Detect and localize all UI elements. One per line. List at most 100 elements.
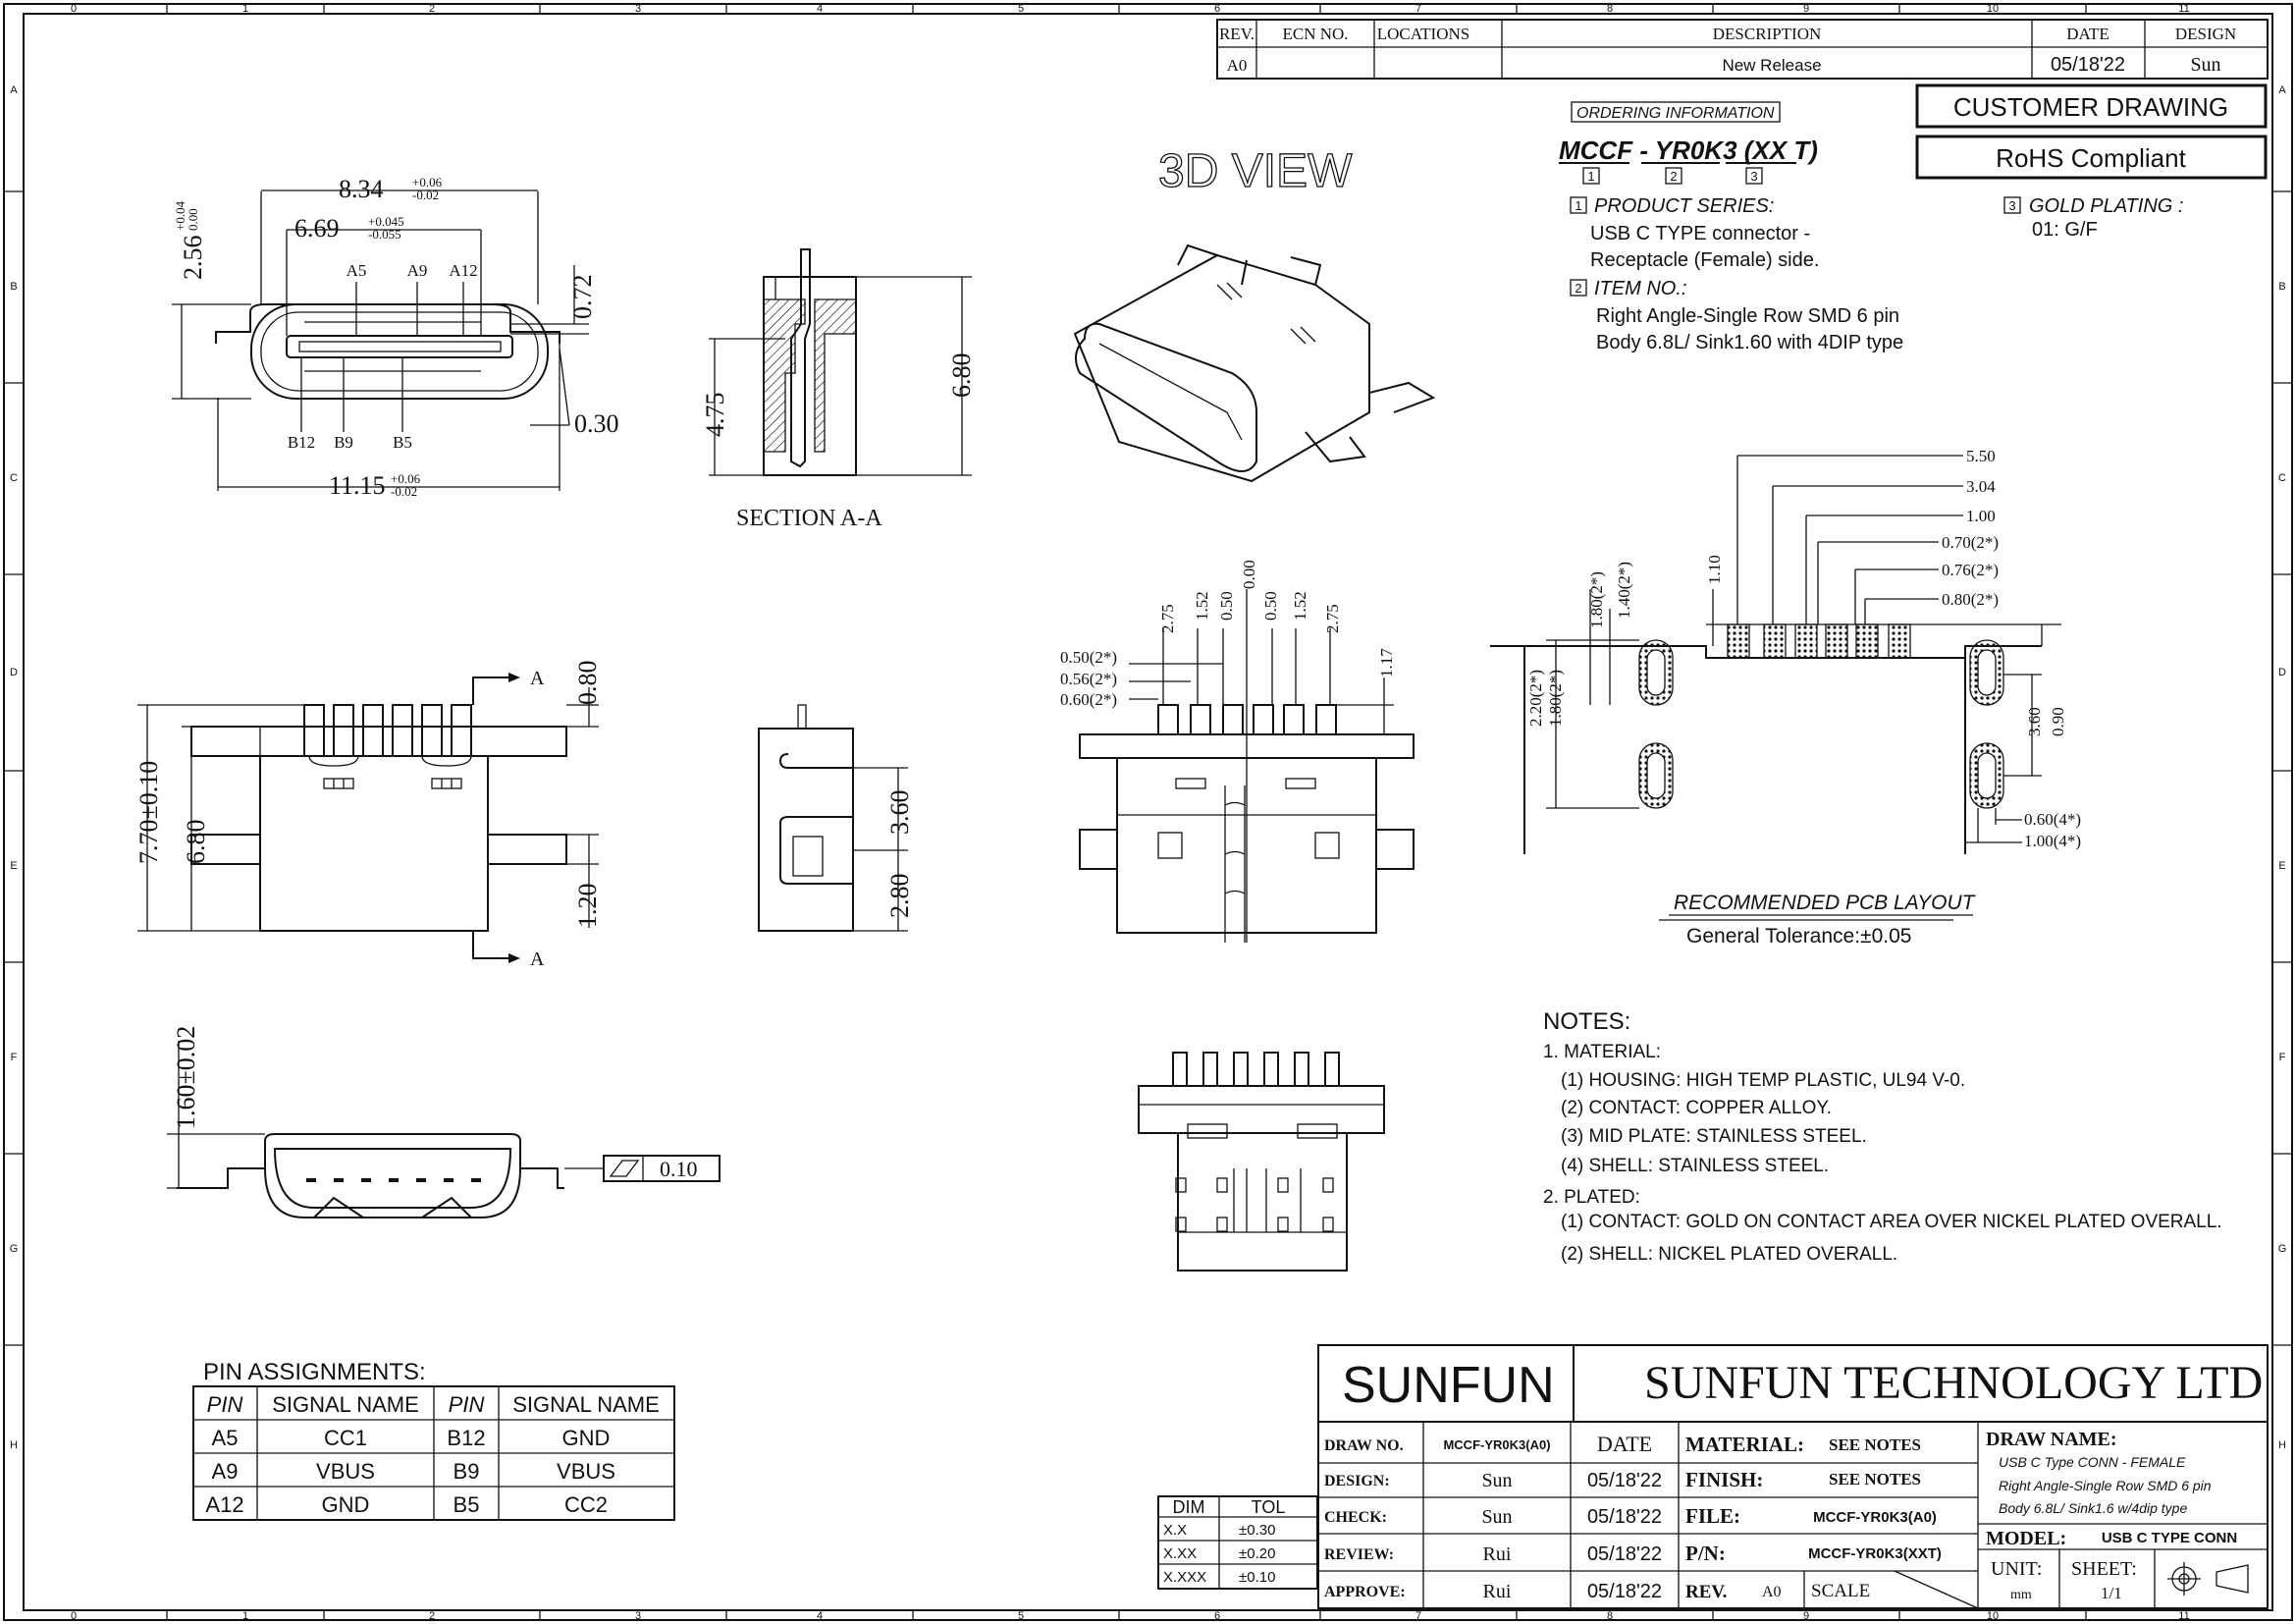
draw-name-line: USB C Type CONN - FEMALE (1999, 1454, 2186, 1470)
tol-cell: ±0.20 (1239, 1545, 1275, 1562)
col-label: 9 (1803, 1610, 1809, 1622)
revision-table: REV. ECN NO. LOCATIONS DESCRIPTION DATE … (1216, 19, 2269, 80)
item3-label: GOLD PLATING : (2029, 195, 2183, 217)
dim-pcb-l: 2.20(2*) (1526, 670, 1545, 727)
pin-cell: A9 (212, 1459, 239, 1484)
tb-value: mm (2010, 1588, 2032, 1602)
pin-cell: B5 (454, 1492, 480, 1517)
dim-w2: 6.69 (294, 214, 340, 243)
tb-value: 1/1 (2101, 1584, 2122, 1602)
col-label: 0 (71, 3, 77, 15)
note-line: 2. PLATED: (1543, 1187, 1640, 1208)
tolerance-table: DIM TOL X.X ±0.30 X.XX ±0.20 X.XXX ±0.10 (1157, 1495, 1318, 1590)
row-label: C (2278, 472, 2286, 484)
tb-label: UNIT: (1991, 1558, 2042, 1580)
dim-pcb-t: 1.80(2*) (1587, 571, 1606, 628)
height-view: 1.60±0.02 0.10 (167, 1026, 721, 1218)
marker: 2 (1670, 169, 1677, 184)
dim-h: 2.56 (179, 236, 207, 281)
note-line: (3) MID PLATE: STAINLESS STEEL. (1561, 1126, 1867, 1147)
dim-side-d1: 3.60 (885, 790, 914, 836)
note-line: 1. MATERIAL: (1543, 1042, 1661, 1062)
dim-pcb-r: 1.00 (1966, 507, 1996, 525)
dim-pin-v: 1.52 (1291, 591, 1309, 621)
pin-table-header: PIN (449, 1392, 485, 1417)
dim-pcb-b: 0.60(4*) (2024, 810, 2081, 829)
tol-cell: X.XXX (1163, 1569, 1206, 1586)
row-label: G (10, 1243, 19, 1255)
pin-table-header: SIGNAL NAME (512, 1392, 660, 1417)
dim-t2: 0.30 (574, 409, 619, 438)
dim-pcb-t: 1.40(2*) (1615, 562, 1633, 619)
row-label: C (10, 472, 18, 484)
row-label: H (10, 1439, 18, 1451)
dim-tol: -0.02 (412, 188, 439, 202)
tol-cell: ±0.30 (1239, 1522, 1275, 1539)
col-label: 10 (1987, 1610, 1999, 1622)
draw-name-line: Body 6.8L/ Sink1.6 w/4dip type (1999, 1500, 2187, 1516)
col-label: 3 (635, 1610, 641, 1622)
marker: 2 (1575, 281, 1581, 296)
dim-top-d4: 1.20 (573, 884, 602, 929)
view-3d: 3D VIEW (1073, 144, 1436, 483)
dim-pin-v: 2.75 (1158, 604, 1177, 633)
dim-top-d2: 6.80 (182, 820, 210, 865)
tb-label: DRAW NAME: (1986, 1429, 2117, 1450)
pin-table-header: PIN (207, 1392, 243, 1417)
dim-tol: 0.00 (186, 208, 200, 231)
col-label: 11 (2178, 3, 2189, 15)
customer-drawing-stamp: CUSTOMER DRAWING (1915, 83, 2268, 129)
dim-pcb-r: 3.04 (1966, 477, 1996, 496)
tb-label: DATE (1597, 1432, 1652, 1456)
tb-label: SCALE (1811, 1581, 1870, 1601)
row-label: B (2278, 281, 2285, 293)
marker: 1 (1587, 169, 1594, 184)
tb-value: MCCF-YR0K3(A0) (1813, 1509, 1937, 1526)
row-label: D (10, 667, 18, 678)
flatness-value: 0.10 (660, 1157, 698, 1181)
tb-label: MODEL: (1986, 1528, 2066, 1549)
dim-tol: -0.055 (368, 227, 401, 242)
dim-tol: +0.06 (391, 471, 421, 486)
item2-line: Body 6.8L/ Sink1.60 with 4DIP type (1596, 332, 1903, 353)
pin-assignment-table: PIN ASSIGNMENTS: PIN SIGNAL NAME PIN SIG… (192, 1359, 675, 1521)
col-label: 1 (242, 1610, 248, 1622)
col-label: 2 (429, 3, 435, 15)
pin-cell: B9 (454, 1459, 480, 1484)
side-view: 3.60 2.80 (758, 704, 914, 932)
dim-pin-v: 1.52 (1193, 591, 1211, 621)
dim-tol: +0.045 (368, 214, 404, 229)
marker: 3 (2008, 198, 2015, 213)
dim-pin-v: 0.50 (1261, 591, 1280, 621)
tb-label: DRAW NO. (1324, 1437, 1404, 1454)
dim-side-d2: 2.80 (885, 874, 914, 919)
tb-label: MATERIAL: (1685, 1433, 1804, 1456)
pcb-title: RECOMMENDED PCB LAYOUT (1674, 892, 1977, 914)
tb-value: USB C TYPE CONN (2102, 1530, 2237, 1546)
part-code: MCCF - YR0K3 (XX T) (1559, 135, 1818, 165)
row-label: G (2278, 1243, 2287, 1255)
pin-cell: B12 (447, 1426, 485, 1450)
tb-value: 05/18'22 (1587, 1543, 1662, 1565)
col-label: 9 (1803, 3, 1809, 15)
dim-pcb-m: 0.90 (2049, 707, 2067, 736)
view-3d-label: 3D VIEW (1158, 145, 1353, 197)
section-label: SECTION A-A (736, 506, 882, 531)
pin-cell: GND (322, 1492, 370, 1517)
tb-label: FINISH: (1685, 1468, 1763, 1491)
tb-value: SEE NOTES (1829, 1470, 1921, 1489)
tol-cell: ±0.10 (1239, 1569, 1275, 1586)
ordering-title: ORDERING INFORMATION (1576, 105, 1775, 122)
item1-line: Receptacle (Female) side. (1590, 249, 1819, 271)
tb-value: 05/18'22 (1587, 1470, 1662, 1491)
col-label: 8 (1607, 1610, 1613, 1622)
pin-label: B9 (334, 433, 353, 452)
col-label: 0 (71, 1610, 77, 1622)
rev-header: REV. (1219, 25, 1255, 43)
item3-line: 01: G/F (2032, 219, 2098, 241)
rev-header: DESCRIPTION (1713, 25, 1822, 43)
draw-name-line: Right Angle-Single Row SMD 6 pin (1999, 1478, 2212, 1493)
dim-pin-r: 1.17 (1377, 648, 1396, 677)
notes-title: NOTES: (1543, 1008, 1630, 1035)
notes: NOTES: 1. MATERIAL: (1) HOUSING: HIGH TE… (1543, 1008, 2222, 1265)
